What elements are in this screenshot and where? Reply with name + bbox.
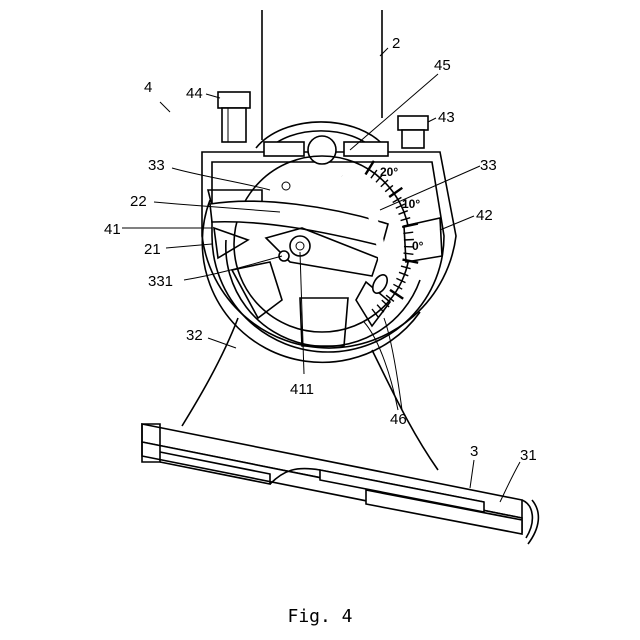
- support-plate-2: [262, 10, 382, 140]
- figure-caption: Fig. 4: [0, 606, 640, 627]
- scale-0-deg: 0°: [412, 239, 424, 253]
- label-45: 45: [434, 57, 451, 74]
- label-33-right: 33: [480, 157, 497, 174]
- label-21: 21: [144, 241, 161, 258]
- label-43: 43: [438, 109, 455, 126]
- knob-44: [218, 92, 250, 142]
- label-32: 32: [186, 327, 203, 344]
- scale-10-deg: 10°: [402, 197, 420, 211]
- label-2: 2: [392, 35, 400, 52]
- label-331: 331: [148, 273, 173, 290]
- scale-20-deg: 20°: [380, 165, 398, 179]
- label-4: 4: [144, 79, 152, 96]
- label-44: 44: [186, 85, 203, 102]
- base-plate-3: [142, 424, 538, 544]
- knob-43: [398, 116, 428, 148]
- label-411: 411: [290, 381, 314, 398]
- label-22: 22: [130, 193, 147, 210]
- label-31: 31: [520, 447, 537, 464]
- label-46: 46: [390, 411, 407, 428]
- label-42: 42: [476, 207, 493, 224]
- label-3: 3: [470, 443, 478, 460]
- label-33-left: 33: [148, 157, 165, 174]
- label-41: 41: [104, 221, 121, 238]
